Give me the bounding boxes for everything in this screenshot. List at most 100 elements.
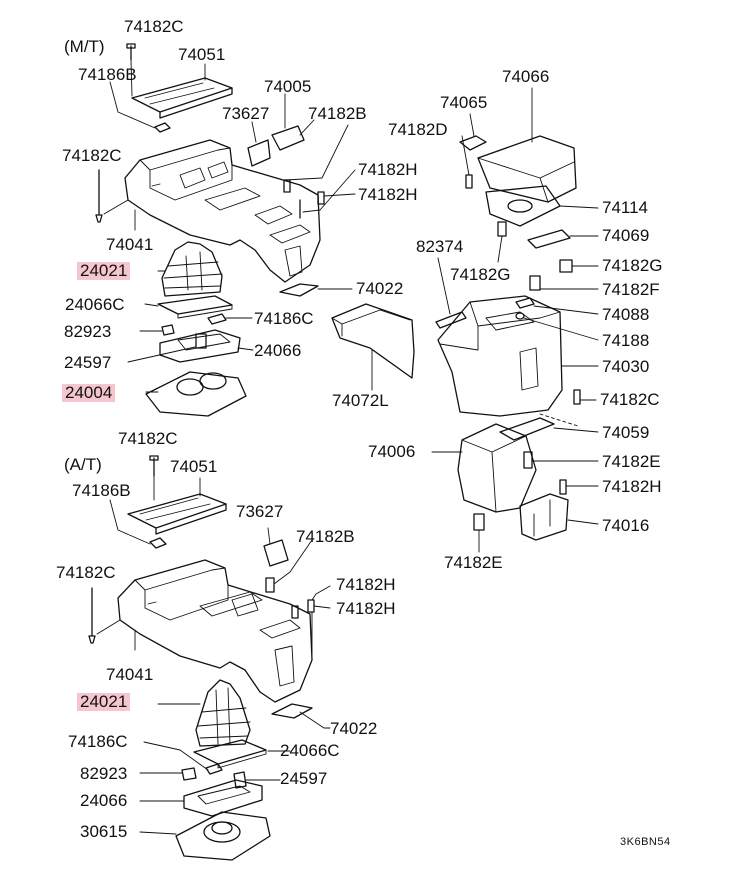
mt-bolt-82923: [161, 324, 175, 336]
label-mt-74022: 74022: [356, 279, 404, 298]
label-at-24021: 24021: [77, 693, 131, 711]
at-cover-30615: [175, 811, 271, 861]
r-screw-74182g-right: [559, 259, 573, 273]
label-r-74066: 74066: [502, 67, 550, 86]
label-mt-74051: 74051: [178, 45, 226, 64]
r-console-74030: [437, 295, 563, 417]
label-mt-73627: 73627: [222, 104, 270, 123]
label-r-74182d: 74182D: [388, 120, 448, 139]
label-r-74065: 74065: [440, 93, 488, 112]
at-part-73627: [263, 539, 289, 567]
label-at-74186b: 74186B: [72, 481, 131, 500]
at-bolt-82923: [181, 767, 197, 781]
label-r-74072l: 74072L: [332, 391, 389, 410]
r-part-74088: [515, 297, 535, 309]
r-screw-74182h: [559, 479, 567, 495]
mt-retainer-24066: [159, 329, 241, 363]
label-at-24597: 24597: [280, 769, 328, 788]
label-r-74182g: 74182G: [450, 265, 511, 284]
label-mt-24021: 24021: [77, 262, 131, 280]
label-r-74016: 74016: [602, 516, 650, 535]
at-plate-24066c: [193, 739, 267, 765]
label-mt-74186c: 74186C: [254, 309, 314, 328]
mt-boot-24021: [161, 241, 223, 297]
label-mt-24066c: 24066C: [65, 295, 125, 314]
at-console-74041: [117, 559, 313, 703]
label-mt-24597: 24597: [64, 353, 112, 372]
r-tray-74114: [485, 185, 561, 227]
label-at-82923: 82923: [80, 764, 128, 783]
r-panel-74072l: [331, 303, 415, 379]
label-r-74088: 74088: [602, 305, 650, 324]
at-screw-74182c-left: [88, 587, 96, 644]
r-bracket-74016: [519, 493, 569, 541]
label-r-74188: 74188: [602, 331, 650, 350]
at-retainer-24066: [183, 779, 263, 817]
label-at-24066: 24066: [80, 791, 128, 810]
label-r-74182g-right: 74182G: [602, 256, 663, 275]
mt-console-74041: [124, 139, 321, 283]
label-at-30615: 30615: [80, 822, 128, 841]
mt-clip-74186c: [207, 313, 227, 325]
r-screw-74182c: [573, 389, 581, 405]
mt-screw-74182h-a: [283, 179, 291, 193]
at-clip-74186c: [205, 763, 223, 775]
r-bracket-74069: [527, 229, 571, 249]
at-clip-74186b: [149, 537, 167, 549]
r-screw-74182g: [497, 221, 507, 237]
label-mt-24066: 24066: [254, 341, 302, 360]
r-screw-74182e-a: [523, 451, 533, 469]
label-r-74006: 74006: [368, 442, 416, 461]
section-label-auto: (A/T): [64, 455, 102, 474]
r-screw-74182d: [465, 174, 473, 189]
r-part-74188: [515, 312, 525, 320]
label-r-74114: 74114: [602, 198, 649, 217]
label-r-74059: 74059: [602, 423, 650, 442]
at-screw-74182b: [265, 577, 275, 593]
at-screw-74182h-a: [291, 605, 299, 619]
label-mt-74182b: 74182B: [308, 104, 367, 123]
label-at-74182h-b: 74182H: [336, 599, 396, 618]
mt-part-73627: [247, 139, 271, 167]
section-label-manual: (M/T): [64, 37, 105, 56]
label-mt-74182h-a: 74182H: [358, 160, 418, 179]
r-part-74059: [499, 417, 555, 441]
r-hinge-74065: [459, 135, 487, 151]
label-at-74051: 74051: [170, 457, 218, 476]
label-mt-74182c-left: 74182C: [62, 146, 122, 165]
label-mt-74186b: 74186B: [78, 65, 137, 84]
label-r-74182e-b: 74182E: [444, 553, 503, 572]
label-at-74182c-top: 74182C: [118, 429, 178, 448]
label-at-74182c-left: 74182C: [56, 563, 116, 582]
label-at-74182b: 74182B: [296, 527, 355, 546]
at-screw-74182h-b: [307, 599, 315, 613]
label-r-74182h: 74182H: [602, 477, 662, 496]
label-at-74022: 74022: [330, 719, 378, 738]
label-at-74186c: 74186C: [68, 732, 128, 751]
label-mt-74182h-b: 74182H: [358, 185, 418, 204]
label-r-74182c: 74182C: [600, 390, 660, 409]
mt-bracket-74022: [279, 283, 319, 297]
r-lid-74066: [477, 135, 577, 203]
mt-plate-74051: [131, 77, 233, 113]
label-r-74182e-a: 74182E: [602, 452, 661, 471]
at-boot-24021: [195, 679, 251, 747]
label-mt-74182c-top: 74182C: [124, 17, 184, 36]
label-at-73627: 73627: [236, 502, 284, 521]
mt-clip-74186b: [154, 122, 171, 133]
label-r-74030: 74030: [602, 357, 650, 376]
mt-screw-74182c-left: [95, 169, 103, 223]
label-at-74182h-a: 74182H: [336, 575, 396, 594]
r-strip-82374: [435, 311, 467, 329]
at-bolt-24597: [233, 771, 247, 789]
r-screw-74182e-b: [473, 513, 485, 531]
r-screw-74182f: [529, 275, 541, 291]
label-r-74182f: 74182F: [602, 280, 660, 299]
mt-part-74005: [271, 125, 305, 151]
mt-screw-74182h-b: [317, 191, 325, 205]
at-bracket-74022: [271, 703, 313, 719]
label-mt-74041: 74041: [106, 235, 154, 254]
label-mt-24004: 24004: [62, 384, 116, 402]
